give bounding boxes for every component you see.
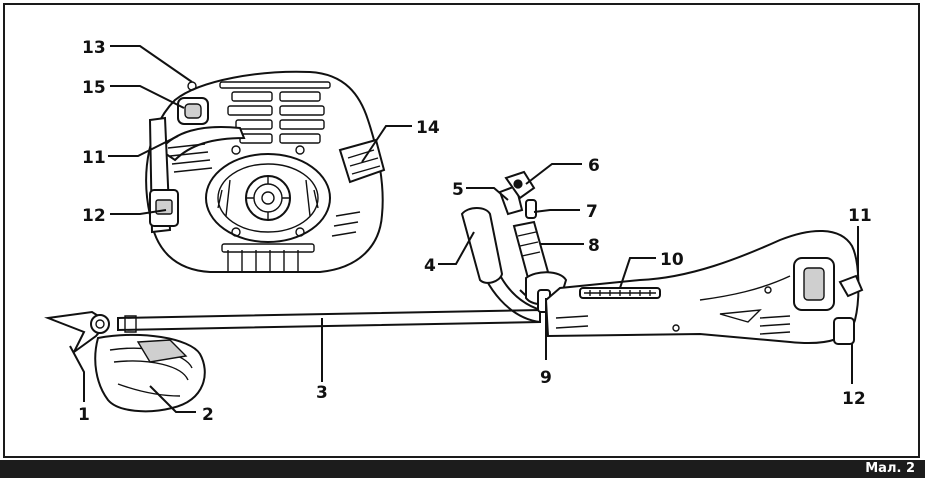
callout-12-engine: 12: [82, 206, 106, 226]
callout-11-housing: 11: [848, 206, 872, 226]
callout-12-housing: 12: [842, 389, 866, 409]
drive-shaft: [117, 308, 541, 333]
loop-handle-grip: [460, 207, 504, 284]
callout-8: 8: [588, 236, 600, 256]
engine-unit: [145, 70, 386, 273]
spark-plug: [187, 81, 197, 91]
choke-lever-right: [838, 274, 864, 298]
figure-caption: Мал. 2: [865, 461, 915, 476]
figure-frame: [3, 3, 920, 458]
handle-assembly: [460, 170, 568, 323]
trigger-lockout: [525, 199, 537, 219]
stop-switch-right: [833, 317, 855, 345]
callout-10: 10: [660, 250, 684, 270]
callout-9: 9: [540, 368, 552, 388]
callout-15: 15: [82, 78, 106, 98]
figure-footer-bar: Мал. 2: [0, 460, 925, 478]
callout-5: 5: [452, 180, 464, 200]
callout-4: 4: [424, 256, 436, 276]
leader-lines: [69, 45, 859, 413]
callout-14: 14: [416, 118, 440, 138]
callout-11-engine: 11: [82, 148, 106, 168]
callout-labels: 13 15 11 12 14 1 2 3 4 5 6 7 8 9 10 11 1…: [78, 38, 872, 425]
callout-13: 13: [82, 38, 106, 58]
engine-fins: [219, 81, 331, 144]
callout-1: 1: [78, 405, 90, 425]
trimmer-illustration: 13 15 11 12 14 1 2 3 4 5 6 7 8 9 10 11 1…: [44, 38, 872, 425]
callout-6: 6: [588, 156, 600, 176]
callout-2: 2: [202, 405, 214, 425]
control-handle: [512, 220, 550, 280]
cutting-head-assembly: [44, 310, 206, 413]
callout-3: 3: [316, 383, 328, 403]
callout-7: 7: [586, 202, 598, 222]
rear-engine-housing: [544, 230, 864, 345]
